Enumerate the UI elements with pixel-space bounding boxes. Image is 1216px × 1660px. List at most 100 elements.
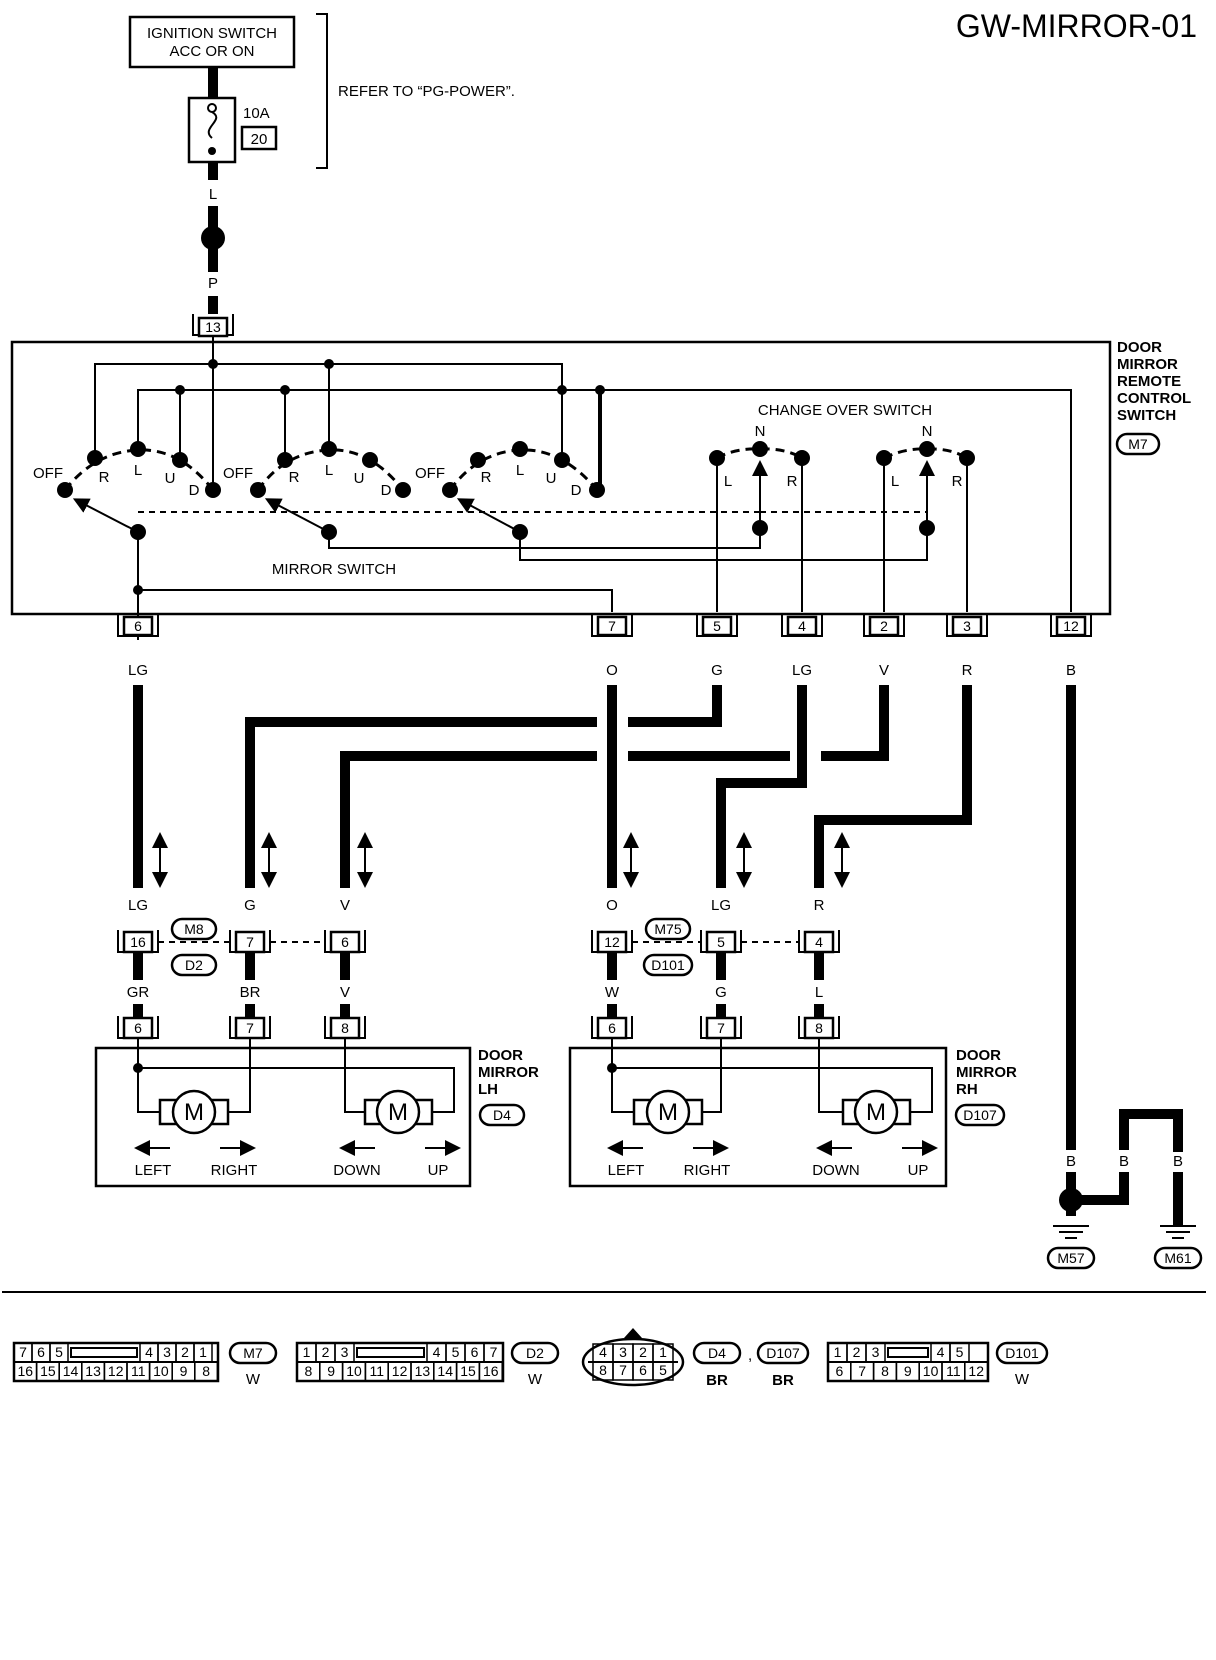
lh-joint-connector-d2: D2 bbox=[185, 957, 203, 973]
lh-mirror-housing bbox=[94, 1046, 472, 1188]
d101-bottom-pin-label: 9 bbox=[904, 1363, 912, 1379]
contact-r-co2: R bbox=[952, 473, 963, 490]
rh-mirror-housing bbox=[568, 1046, 948, 1188]
lh-mirror-name-3: LH bbox=[478, 1081, 498, 1098]
switch-pin-6: 6 LG bbox=[117, 614, 159, 679]
d2-top-key-slot bbox=[356, 1347, 425, 1358]
switch-pin-4: 4 LG bbox=[781, 614, 823, 679]
fuse-number: 20 bbox=[251, 131, 268, 148]
rh-mirror-pin-7: 7 bbox=[717, 1020, 725, 1036]
d2-bottom-pin-cell bbox=[478, 1361, 503, 1382]
switch-name-line5: SWITCH bbox=[1117, 407, 1176, 424]
m7-bottom-pin-label: 8 bbox=[202, 1363, 210, 1379]
mirror-switch-levers bbox=[72, 498, 928, 640]
rh-mirror-name-2: MIRROR bbox=[956, 1064, 1017, 1081]
d101-bottom-pin-label: 6 bbox=[836, 1363, 844, 1379]
switch-pin-6-number: 6 bbox=[134, 618, 142, 634]
door-mirror-rh: 6 7 8 M M LEFT RIGHT DOWN UP DOOR MIRROR… bbox=[568, 1016, 1017, 1188]
m7-bottom-pin-label: 9 bbox=[180, 1363, 188, 1379]
connector-d107-color: BR bbox=[772, 1372, 794, 1389]
refer-note: REFER TO “PG-POWER”. bbox=[338, 83, 515, 100]
m7-bottom-pin-label: 12 bbox=[108, 1363, 124, 1379]
lh-mirror-name-1: DOOR bbox=[478, 1047, 523, 1064]
contact-l-1: L bbox=[134, 462, 142, 479]
contact-r-co1: R bbox=[787, 473, 798, 490]
terminal-13-label: 13 bbox=[205, 319, 221, 335]
lh-direction-right: RIGHT bbox=[211, 1162, 258, 1179]
switch-name-line1: DOOR bbox=[1117, 339, 1162, 356]
rh-harness: O LG R 12 5 4 M75 D101 W G L bbox=[591, 897, 840, 1018]
rh-upper-color-1: O bbox=[606, 897, 618, 914]
d101-top-pin-label: 5 bbox=[956, 1344, 964, 1360]
lh-joint-pin-7: 7 bbox=[246, 934, 254, 950]
d2-bottom-pin-label: 10 bbox=[346, 1363, 362, 1379]
rh-mirror-connector-d107: D107 bbox=[963, 1107, 997, 1123]
d101-top-pin-label: 2 bbox=[853, 1344, 861, 1360]
rh-lower-color-2: G bbox=[715, 984, 727, 1001]
d4-top-pin-label: 3 bbox=[619, 1344, 627, 1360]
connector-m7-color: W bbox=[246, 1371, 261, 1388]
rh-joint-connector-m75: M75 bbox=[654, 921, 681, 937]
m7-bottom-pin-label: 14 bbox=[63, 1363, 79, 1379]
separation-arrows bbox=[152, 832, 850, 888]
remote-control-switch-box bbox=[10, 340, 1112, 616]
lh-mirror-pin-8: 8 bbox=[341, 1020, 349, 1036]
lh-upper-color-1: LG bbox=[128, 897, 148, 914]
d2-top-pin-label: 3 bbox=[341, 1344, 349, 1360]
lh-mirror-pin-7: 7 bbox=[246, 1020, 254, 1036]
ground-color-2: B bbox=[1119, 1153, 1129, 1170]
rh-motor-2-symbol: M bbox=[866, 1099, 886, 1126]
lh-mirror-name-2: MIRROR bbox=[478, 1064, 539, 1081]
contact-off-3: OFF bbox=[415, 465, 445, 482]
wire-color-p: P bbox=[208, 275, 218, 292]
ground-color-3: B bbox=[1173, 1153, 1183, 1170]
connector-d4-color: BR bbox=[706, 1372, 728, 1389]
diagram-title: GW-MIRROR-01 bbox=[956, 8, 1197, 44]
ground-section: B B B M57 M61 bbox=[1046, 1109, 1203, 1270]
switch-name-line4: CONTROL bbox=[1117, 390, 1191, 407]
ignition-switch-position: ACC OR ON bbox=[169, 43, 254, 60]
rh-joint-pin-5: 5 bbox=[717, 934, 725, 950]
lh-direction-up: UP bbox=[428, 1162, 449, 1179]
mirror-switch-contacts bbox=[57, 441, 605, 498]
switch-pin-4-number: 4 bbox=[798, 618, 806, 634]
svg-text:,: , bbox=[748, 1347, 752, 1364]
splice-point bbox=[201, 226, 225, 250]
d2-bottom-pin-label: 8 bbox=[305, 1363, 313, 1379]
contact-r-2: R bbox=[289, 469, 300, 486]
rh-mirror-name-3: RH bbox=[956, 1081, 978, 1098]
lh-mirror-pin-6: 6 bbox=[134, 1020, 142, 1036]
wire-color-l: L bbox=[209, 186, 217, 203]
m7-top-pin-label: 2 bbox=[181, 1344, 189, 1360]
d4-bottom-pin-label: 7 bbox=[619, 1362, 627, 1378]
d2-top-pin-label: 4 bbox=[433, 1344, 441, 1360]
d101-top-pin-label: 4 bbox=[937, 1344, 945, 1360]
switch-pin-3: 3 R bbox=[946, 614, 988, 679]
rh-direction-left: LEFT bbox=[608, 1162, 645, 1179]
fuse-amperage: 10A bbox=[243, 105, 270, 122]
lh-direction-left: LEFT bbox=[135, 1162, 172, 1179]
rh-lower-color-3: L bbox=[815, 984, 823, 1001]
switch-pin-5-color: G bbox=[711, 662, 723, 679]
switch-pin-12: 12 B bbox=[1050, 614, 1092, 679]
switch-unit-name: DOOR MIRROR REMOTE CONTROL SWITCH M7 bbox=[1115, 339, 1191, 456]
m7-top-pin-label: 6 bbox=[37, 1344, 45, 1360]
d2-bottom-pin-label: 12 bbox=[392, 1363, 408, 1379]
lh-lower-color-1: GR bbox=[127, 984, 150, 1001]
d2-top-pin-label: 6 bbox=[471, 1344, 479, 1360]
switch-pin-7: 7 O bbox=[591, 614, 633, 679]
contact-l-3: L bbox=[516, 462, 524, 479]
contact-l-2: L bbox=[325, 462, 333, 479]
ground-color-1: B bbox=[1066, 1153, 1076, 1170]
ground-point-m57: M57 bbox=[1057, 1250, 1084, 1266]
contact-r-3: R bbox=[481, 469, 492, 486]
connector-m7-name: M7 bbox=[243, 1345, 263, 1361]
switch-pin-4-color: LG bbox=[792, 662, 812, 679]
contact-u-1: U bbox=[165, 470, 176, 487]
switch-pin-3-color: R bbox=[962, 662, 973, 679]
rh-mirror-pin-8: 8 bbox=[815, 1020, 823, 1036]
m7-bottom-pin-label: 10 bbox=[153, 1363, 169, 1379]
lh-motor-1-symbol: M bbox=[184, 1099, 204, 1126]
